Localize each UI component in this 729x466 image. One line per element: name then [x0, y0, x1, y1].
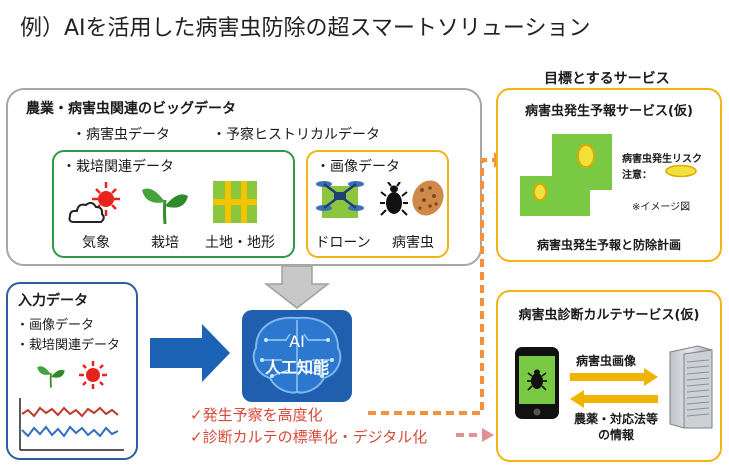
- page-title: 例）AIを活用した病害虫防除の超スマートソリューション: [20, 16, 591, 41]
- risk-legend-title: 病害虫発生リスク: [622, 154, 702, 165]
- return-label-line1: 農薬・対応法等: [573, 412, 658, 426]
- diagnosis-service-heading: 病害虫診断カルテサービス(仮): [518, 308, 700, 323]
- pest-label: 病害虫: [392, 235, 434, 251]
- land-label: 土地・地形: [205, 235, 275, 251]
- risk-legend-caution: 注意：: [622, 170, 652, 181]
- upload-arrow: [570, 368, 658, 386]
- image-note: ※イメージ図: [632, 202, 691, 213]
- drone-label: ドローン: [315, 235, 371, 251]
- result-diagnosis: ✓診断カルテの標準化・デジタル化: [190, 428, 428, 446]
- return-label-line2: の情報: [597, 428, 634, 442]
- ai-brain-block: AI 人工知能: [242, 310, 352, 402]
- forecast-service-box: 病害虫発生予報サービス(仮) 病害虫発生リスク 注意： ※イメージ図 病害虫発生…: [496, 88, 722, 262]
- weather-icon: [68, 182, 120, 223]
- brain-circuit-icon: [252, 316, 342, 394]
- input-data-box: 入力データ ・画像データ ・栽培関連データ: [6, 282, 138, 460]
- forecast-service-heading: 病害虫発生予報サービス(仮): [525, 104, 693, 119]
- image-data-box: ・画像データ: [306, 150, 449, 258]
- sprout-icon: [37, 366, 65, 388]
- pest-data-label: ・病害虫データ: [72, 127, 170, 143]
- bigdata-box: 農業・病害虫関連のビッグデータ ・病害虫データ ・予察ヒストリカルデータ ・栽培…: [6, 88, 482, 266]
- target-services-heading: 目標とするサービス: [544, 71, 670, 87]
- input-item-cultivation: ・栽培関連データ: [16, 338, 121, 353]
- risk-legend-swatch: [665, 164, 697, 178]
- server-icon: [669, 345, 713, 429]
- return-arrow: [570, 390, 658, 408]
- risk-map-icon: [520, 134, 612, 216]
- weather-label: 気象: [82, 235, 110, 251]
- sun-icon: [79, 361, 107, 389]
- smartphone-icon: [515, 347, 559, 419]
- diseased-leaf-icon: [412, 180, 444, 216]
- diagnosis-service-box: 病害虫診断カルテサービス(仮) 病害虫画像 農薬・対応法等 の情報: [496, 290, 722, 462]
- line-chart-icon: [19, 398, 124, 451]
- cultivation-label: 栽培: [151, 235, 179, 251]
- result-forecast: ✓発生予察を高度化: [190, 406, 323, 424]
- cultivation-heading: ・栽培関連データ: [62, 159, 174, 175]
- input-item-image: ・画像データ: [16, 318, 95, 333]
- ai-subtitle: 人工知能: [264, 358, 329, 377]
- sprout-icon: [142, 188, 188, 225]
- right-arrow: [150, 324, 230, 382]
- bigdata-heading: 農業・病害虫関連のビッグデータ: [26, 101, 236, 117]
- down-arrow: [264, 266, 330, 309]
- cultivation-box: ・栽培関連データ 気象 栽培 土地・地形: [52, 150, 295, 258]
- upload-label: 病害虫画像: [576, 354, 637, 368]
- forecast-caption: 病害虫発生予報と防除計画: [536, 238, 681, 252]
- input-heading: 入力データ: [18, 293, 88, 309]
- land-icon: [213, 181, 257, 223]
- ai-label: AI: [289, 332, 305, 351]
- drone-icon: [316, 181, 364, 218]
- forecast-data-label: ・予察ヒストリカルデータ: [212, 127, 380, 143]
- beetle-icon: [380, 182, 408, 216]
- image-data-heading: ・画像データ: [316, 159, 400, 175]
